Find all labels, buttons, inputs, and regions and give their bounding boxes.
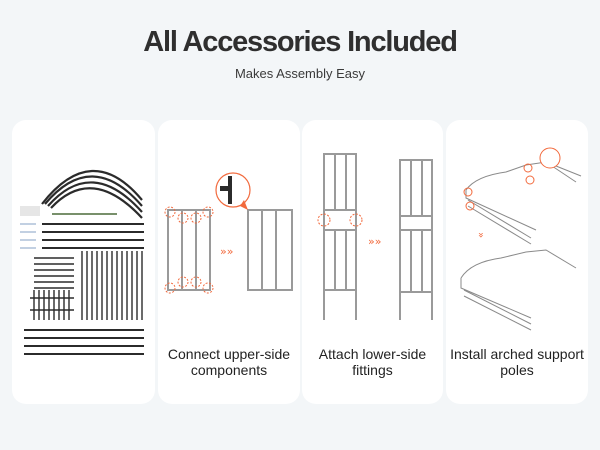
card-accessories [12,120,155,404]
svg-text:»»: »» [368,235,381,248]
page-title: All Accessories Included [143,26,458,58]
upper-side-diagram: »» [164,172,293,294]
arched-poles-diagram: » [460,147,582,331]
svg-text:»: » [475,232,486,238]
lower-side-diagram: »» [317,153,433,320]
accessory-parts-image [20,169,144,355]
page-subtitle: Makes Assembly Easy [234,66,366,81]
svg-text:»»: »» [220,245,233,258]
